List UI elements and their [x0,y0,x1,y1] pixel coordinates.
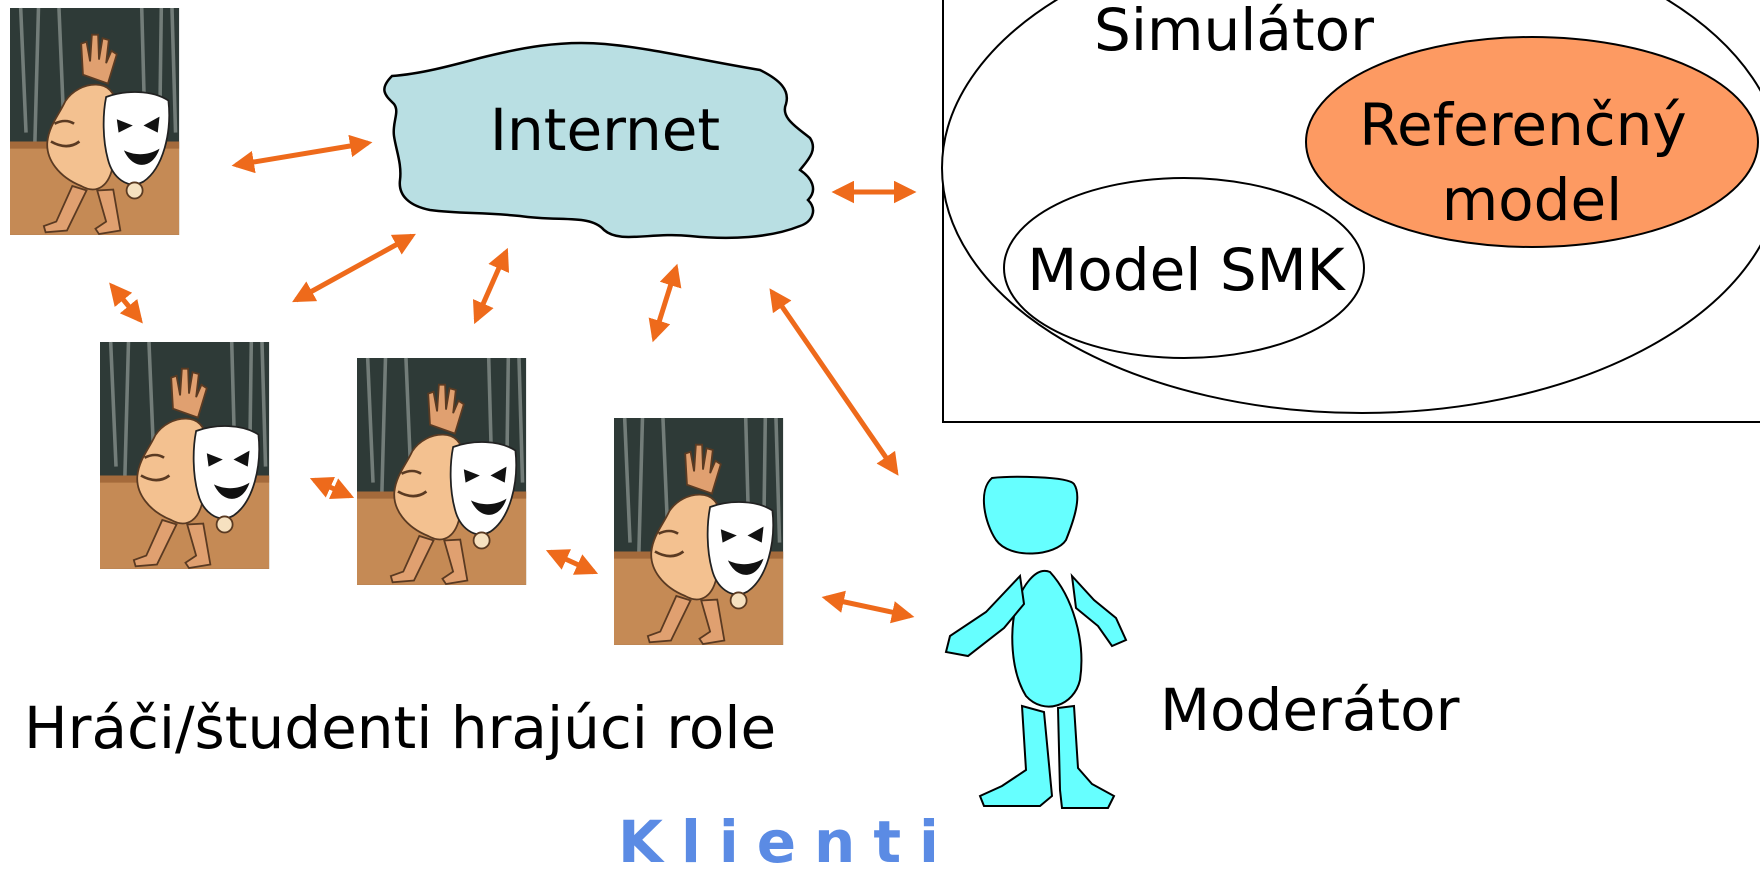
moderator-figure [944,475,1128,809]
moderator-label: Moderátor [1160,676,1460,744]
arrow-player1-internet [231,134,373,174]
moderator-right-arm [1070,573,1128,648]
player-picture-2 [98,340,271,571]
smk-model-label: Model SMK [1027,236,1346,304]
simulator-label: Simulátor [1094,0,1374,64]
reference-model-label-line1: Referenčný [1359,91,1686,159]
arrow-player3-internet [472,247,510,325]
connection-arrows [109,134,917,624]
players-label: Hráči/študenti hrajúci role [24,694,776,762]
moderator-head [982,475,1079,555]
reference-model-ellipse [1305,36,1759,248]
internet-cloud [383,41,815,240]
arrow-player3-player4 [545,549,599,575]
moderator-left-leg [978,704,1054,807]
moderator-left-arm [944,573,1026,658]
internet-label: Internet [490,96,720,164]
player-picture-1 [8,6,181,237]
player-picture-4 [612,416,785,647]
clients-label: Klienti [618,808,957,872]
arrow-player4-internet [648,263,682,343]
arrow-internet-moderator [769,288,899,476]
arrow-player4-moderator [821,590,915,624]
arrow-player1-player2 [109,282,143,324]
player-picture-3 [355,356,528,587]
reference-model-label-line2: model [1442,166,1623,234]
smk-model-ellipse [1003,177,1365,359]
moderator-right-leg [1056,704,1116,809]
arrow-player2-player3 [309,477,355,499]
arrow-player2-internet [292,233,416,303]
